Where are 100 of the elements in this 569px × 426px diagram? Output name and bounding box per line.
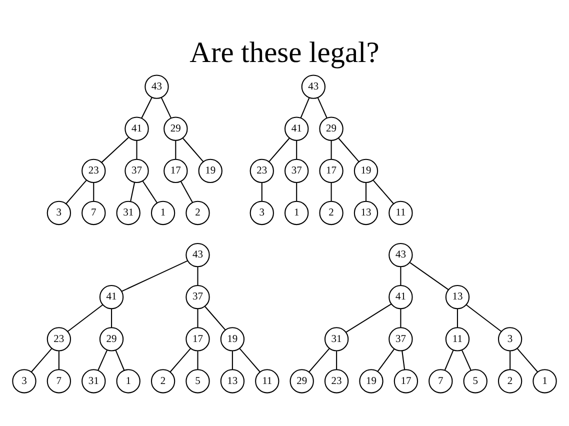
connector bbox=[170, 348, 191, 372]
node-circle: 41 bbox=[284, 116, 309, 140]
node-circle: 17 bbox=[186, 326, 210, 351]
node-circle: 43 bbox=[144, 74, 169, 98]
node-circle: 19 bbox=[359, 368, 384, 393]
connector bbox=[30, 348, 52, 372]
connector bbox=[204, 306, 226, 330]
connector bbox=[239, 348, 260, 372]
node-circle: 3 bbox=[498, 326, 522, 351]
connector bbox=[300, 97, 310, 118]
connector bbox=[400, 266, 402, 285]
node-circle: 2 bbox=[319, 200, 344, 225]
node-circle: 41 bbox=[99, 284, 124, 309]
connector bbox=[58, 350, 60, 370]
node-circle: 23 bbox=[46, 326, 72, 351]
diagram-title: Are these legal? bbox=[190, 36, 380, 68]
node-circle: 17 bbox=[164, 158, 188, 182]
connector bbox=[444, 350, 454, 370]
node-circle: 2 bbox=[186, 200, 210, 225]
connector bbox=[66, 180, 87, 204]
node-circle: 13 bbox=[445, 284, 470, 309]
node-circle: 43 bbox=[186, 242, 210, 267]
node-circle: 37 bbox=[388, 326, 413, 351]
node-circle: 23 bbox=[82, 158, 106, 182]
node-circle: 13 bbox=[354, 200, 378, 225]
connector bbox=[93, 182, 94, 201]
connector bbox=[261, 182, 262, 201]
connector bbox=[308, 348, 330, 372]
node-circle: 29 bbox=[99, 326, 124, 351]
node-circle: 1 bbox=[150, 200, 176, 225]
connector bbox=[372, 180, 394, 204]
connector bbox=[402, 350, 406, 370]
connector bbox=[296, 182, 298, 201]
connector bbox=[111, 308, 112, 327]
connector bbox=[197, 350, 198, 370]
node-circle: 29 bbox=[164, 116, 188, 140]
node-circle: 37 bbox=[124, 158, 149, 182]
connector bbox=[182, 138, 204, 162]
connector bbox=[68, 304, 104, 332]
connector bbox=[510, 350, 511, 370]
node-circle: 29 bbox=[319, 116, 344, 140]
connector bbox=[296, 140, 298, 159]
node-circle: 37 bbox=[186, 284, 210, 309]
node-circle: 2 bbox=[498, 368, 522, 393]
node-circle: 37 bbox=[284, 158, 309, 182]
node-circle: 19 bbox=[198, 158, 222, 182]
connector bbox=[336, 350, 338, 370]
node-circle: 13 bbox=[220, 368, 245, 393]
node-circle: 1 bbox=[284, 200, 309, 225]
connector bbox=[130, 182, 136, 201]
connector bbox=[462, 350, 472, 370]
connector bbox=[160, 96, 172, 118]
connector bbox=[232, 350, 233, 370]
node-circle: 23 bbox=[324, 368, 349, 393]
connector bbox=[517, 348, 538, 372]
connector bbox=[268, 138, 290, 162]
node-circle: 31 bbox=[324, 326, 349, 351]
connector bbox=[115, 350, 125, 370]
node-circle: 5 bbox=[186, 368, 210, 393]
connector bbox=[410, 262, 449, 290]
node-circle: 3 bbox=[46, 200, 72, 225]
connector bbox=[101, 136, 129, 162]
connector bbox=[317, 97, 328, 118]
node-circle: 1 bbox=[532, 368, 557, 393]
node-circle: 23 bbox=[250, 158, 274, 182]
connector bbox=[377, 348, 395, 372]
connector bbox=[346, 303, 392, 332]
connector bbox=[141, 96, 152, 118]
node-circle: 41 bbox=[388, 284, 413, 309]
node-circle: 3 bbox=[250, 200, 274, 225]
node-circle: 5 bbox=[463, 368, 488, 393]
connector bbox=[175, 140, 176, 159]
node-circle: 29 bbox=[290, 368, 314, 393]
node-circle: 7 bbox=[46, 368, 72, 393]
node-circle: 31 bbox=[116, 200, 140, 225]
node-circle: 2 bbox=[150, 368, 176, 393]
connector bbox=[338, 138, 360, 162]
node-circle: 11 bbox=[255, 368, 280, 393]
connector bbox=[197, 308, 198, 327]
node-circle: 3 bbox=[12, 368, 36, 393]
connector bbox=[466, 304, 502, 332]
connector bbox=[142, 180, 158, 203]
node-circle: 7 bbox=[428, 368, 453, 393]
node-circle: 11 bbox=[388, 200, 413, 225]
connector bbox=[197, 266, 198, 285]
connector bbox=[400, 308, 402, 327]
node-circle: 43 bbox=[301, 74, 326, 98]
node-circle: 41 bbox=[124, 116, 149, 140]
node-circle: 19 bbox=[354, 158, 378, 182]
node-circle: 7 bbox=[82, 200, 106, 225]
connector bbox=[330, 140, 332, 159]
node-circle: 11 bbox=[445, 326, 470, 351]
node-circle: 17 bbox=[319, 158, 344, 182]
node-circle: 17 bbox=[394, 368, 418, 393]
node-circle: 1 bbox=[116, 368, 140, 393]
connector bbox=[456, 308, 458, 327]
connector bbox=[330, 182, 332, 201]
connector bbox=[136, 140, 138, 159]
connector bbox=[180, 180, 194, 202]
connector bbox=[365, 182, 367, 201]
